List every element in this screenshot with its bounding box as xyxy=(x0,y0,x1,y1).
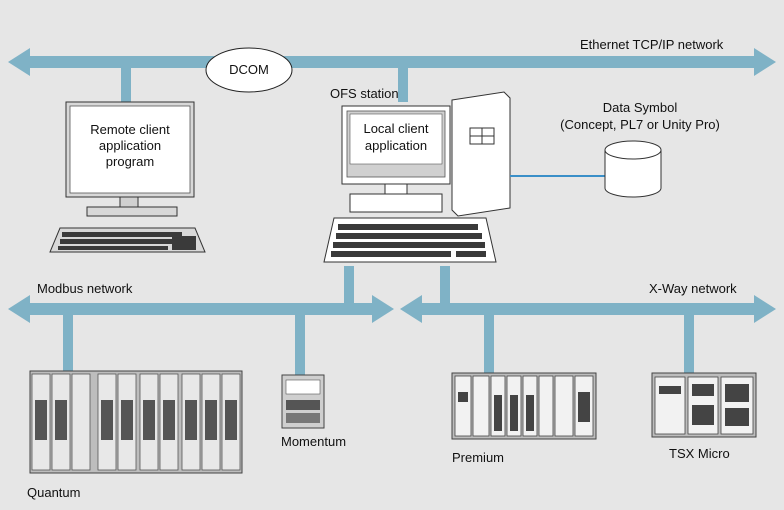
ofs-station-label: OFS station xyxy=(330,86,399,101)
remote-client-label-line2: application xyxy=(98,138,162,153)
modbus-bus xyxy=(8,295,394,323)
dcom-label: DCOM xyxy=(229,62,269,77)
remote-client-label-line1: Remote client xyxy=(90,122,170,137)
quantum-plc xyxy=(29,370,243,474)
modbus-network-label: Modbus network xyxy=(37,281,133,296)
premium-plc xyxy=(451,372,597,440)
tsx-micro-label: TSX Micro xyxy=(669,446,730,461)
database-cylinder xyxy=(604,140,662,198)
tsx-micro-plc xyxy=(651,372,757,438)
remote-client-computer xyxy=(49,101,206,253)
data-symbol-label-line2: (Concept, PL7 or Unity Pro) xyxy=(560,117,720,132)
xway-bus xyxy=(400,295,776,323)
momentum-module xyxy=(281,374,325,429)
data-symbol-label-line1: Data Symbol xyxy=(602,100,678,115)
momentum-label: Momentum xyxy=(281,434,347,449)
remote-client-label-line3: program xyxy=(105,154,155,169)
quantum-label: Quantum xyxy=(27,485,81,500)
ofs-station-computer xyxy=(323,91,511,263)
local-client-label-line2: application xyxy=(364,138,428,153)
dcom-ellipse xyxy=(205,47,293,93)
ethernet-network-label: Ethernet TCP/IP network xyxy=(580,37,724,52)
network-drops xyxy=(63,68,694,375)
local-client-label-line1: Local client xyxy=(363,121,429,136)
xway-network-label: X-Way network xyxy=(649,281,737,296)
premium-label: Premium xyxy=(452,450,505,465)
